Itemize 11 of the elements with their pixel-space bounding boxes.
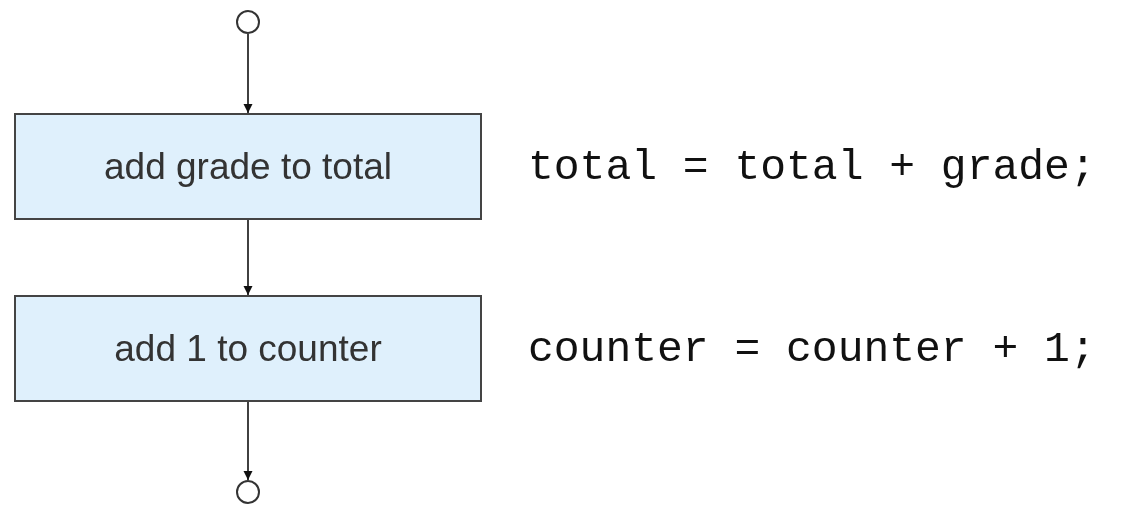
process-box xyxy=(14,113,482,220)
code-statement: total = total + grade; xyxy=(528,142,1096,191)
arrow xyxy=(243,401,253,481)
arrow xyxy=(243,219,253,296)
connector-circle xyxy=(236,10,260,34)
process-label: add 1 to counter xyxy=(114,327,382,370)
arrow xyxy=(243,33,253,114)
code-statement: counter = counter + 1; xyxy=(528,324,1096,373)
process-label: add grade to total xyxy=(104,145,392,188)
process-box xyxy=(14,295,482,402)
connector-circle xyxy=(236,480,260,504)
